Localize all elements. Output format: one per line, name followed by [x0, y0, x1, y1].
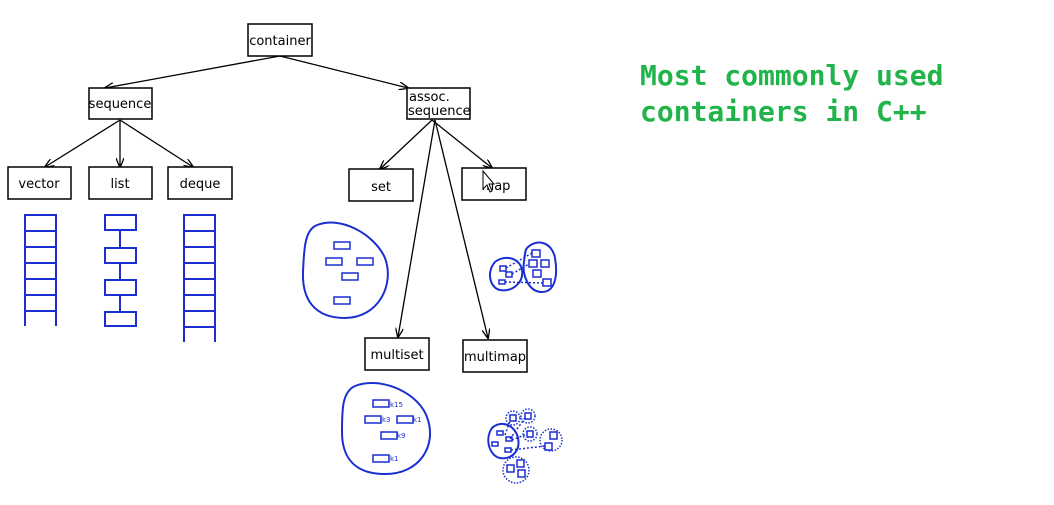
node-assoc-sequence: assoc. sequence	[406, 87, 471, 120]
edge-assoc-map	[431, 119, 492, 168]
node-sequence: sequence	[88, 87, 153, 120]
multiset-key-2: k3	[382, 416, 391, 424]
node-sequence-label: sequence	[89, 97, 152, 112]
node-vector-label: vector	[18, 177, 60, 192]
list-illustration	[104, 214, 137, 327]
set-illustration	[301, 221, 389, 320]
multiset-key-4: k9	[397, 432, 406, 440]
node-container-label: container	[249, 34, 311, 49]
node-list: list	[88, 166, 153, 200]
node-container: container	[247, 23, 313, 57]
headline-line-2: containers in C++	[640, 95, 927, 128]
edge-container-sequence	[105, 55, 281, 88]
slide-headline: Most commonly used containers in C++	[640, 58, 1040, 130]
edge-container-assoc	[279, 55, 408, 88]
edge-assoc-multimap	[434, 119, 488, 338]
node-set-label: set	[371, 180, 391, 195]
edge-assoc-set	[380, 119, 433, 169]
node-multiset: multiset	[364, 337, 430, 371]
headline-line-1: Most commonly used	[640, 59, 944, 92]
edge-assoc-multiset	[398, 119, 436, 337]
edges	[45, 55, 492, 338]
node-map: map	[461, 167, 527, 201]
node-list-label: list	[110, 177, 129, 192]
node-multiset-label: multiset	[370, 348, 423, 363]
node-deque: deque	[167, 166, 233, 200]
node-set: set	[348, 168, 414, 202]
edge-sequence-vector	[45, 119, 121, 167]
multimap-illustration	[487, 408, 563, 484]
node-deque-label: deque	[180, 177, 221, 192]
deque-illustration	[183, 214, 216, 342]
node-assoc-label-line2: sequence	[408, 104, 471, 119]
multiset-key-5: k1	[390, 455, 399, 463]
map-illustration	[488, 241, 558, 294]
vector-illustration	[24, 214, 57, 326]
mouse-cursor-icon	[482, 169, 496, 193]
node-vector: vector	[7, 166, 72, 200]
edge-sequence-deque	[119, 119, 193, 167]
multiset-key-3: k1	[413, 416, 422, 424]
node-multimap: multimap	[462, 339, 528, 373]
node-multimap-label: multimap	[464, 350, 526, 365]
multiset-illustration: k15 k3 k1 k9 k1	[340, 382, 431, 476]
node-assoc-label-line1: assoc.	[409, 90, 450, 105]
multiset-key-1: k15	[390, 401, 403, 409]
